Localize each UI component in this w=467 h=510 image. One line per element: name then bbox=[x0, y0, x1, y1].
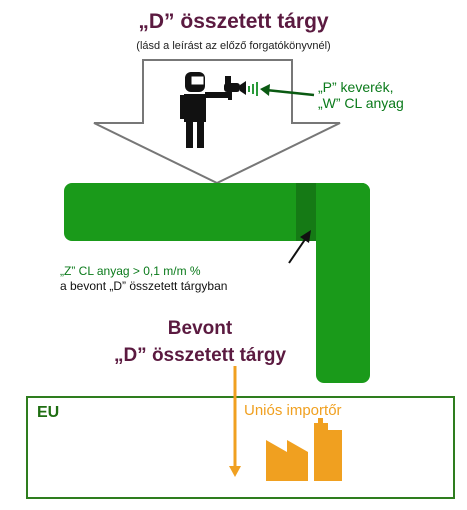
cl-substance-label: „Z” CL anyag > 0,1 m/m % a bevont „D” ös… bbox=[60, 264, 227, 294]
mixture-arrow bbox=[260, 84, 315, 97]
page-subtitle: (lásd a leírást az előző forgatókönyvnél… bbox=[136, 40, 331, 52]
coated-article-line2: „D” összetett tárgy bbox=[113, 345, 287, 366]
page-title: „D” összetett tárgy bbox=[138, 10, 329, 33]
coated-article-label: Bevont „D” összetett tárgy bbox=[0, 315, 400, 369]
mixture-label-line2: „W” CL anyag bbox=[318, 95, 404, 111]
spray-cone bbox=[248, 82, 258, 96]
cl-substance-line1: „Z” CL anyag > 0,1 m/m % bbox=[60, 264, 201, 278]
mixture-label: „P” keverék, „W” CL anyag bbox=[318, 79, 404, 111]
mixture-label-line1: „P” keverék, bbox=[318, 79, 394, 95]
coated-article-line1: Bevont bbox=[167, 318, 233, 339]
factory-icon bbox=[266, 418, 342, 481]
eu-label: EU bbox=[37, 404, 60, 421]
cl-pointer-arrow bbox=[288, 230, 311, 264]
process-down-arrow bbox=[93, 59, 341, 185]
horizontal-beam bbox=[64, 183, 370, 241]
worker-icon bbox=[180, 72, 231, 148]
import-arrow bbox=[229, 366, 241, 477]
spray-gun-icon bbox=[224, 76, 246, 100]
vertical-beam bbox=[316, 183, 370, 383]
eu-border bbox=[26, 396, 455, 499]
eu-importer-label: Uniós importőr bbox=[244, 402, 342, 419]
cl-substance-band bbox=[296, 183, 316, 241]
cl-substance-line2: a bevont „D” összetett tárgyban bbox=[60, 279, 228, 293]
